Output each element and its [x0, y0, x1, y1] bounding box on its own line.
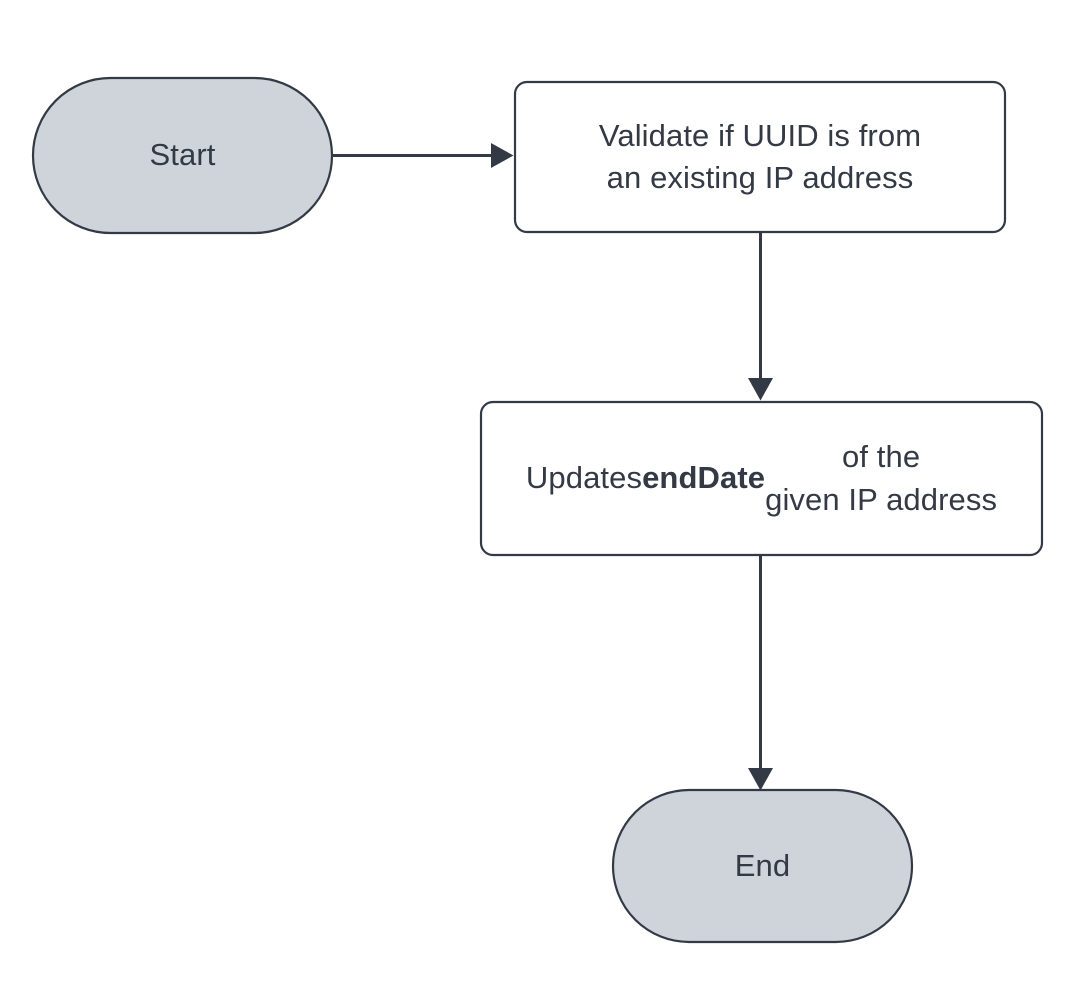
edge-validate-update-arrowhead	[748, 378, 773, 401]
node-end[interactable]	[613, 790, 912, 942]
node-validate-shape[interactable]	[513, 80, 1007, 234]
edge-start-validate-arrowhead	[491, 143, 514, 168]
node-end-shape[interactable]	[611, 788, 914, 944]
edge-start-validate	[333, 143, 514, 168]
node-start-shape[interactable]	[31, 76, 334, 235]
node-update-shape[interactable]	[479, 400, 1044, 557]
node-update[interactable]	[481, 402, 1042, 555]
node-validate[interactable]	[515, 82, 1005, 232]
node-start[interactable]	[33, 78, 332, 233]
edge-validate-update	[748, 233, 773, 401]
edge-update-end-arrowhead	[748, 768, 773, 791]
edge-update-end	[748, 555, 773, 791]
